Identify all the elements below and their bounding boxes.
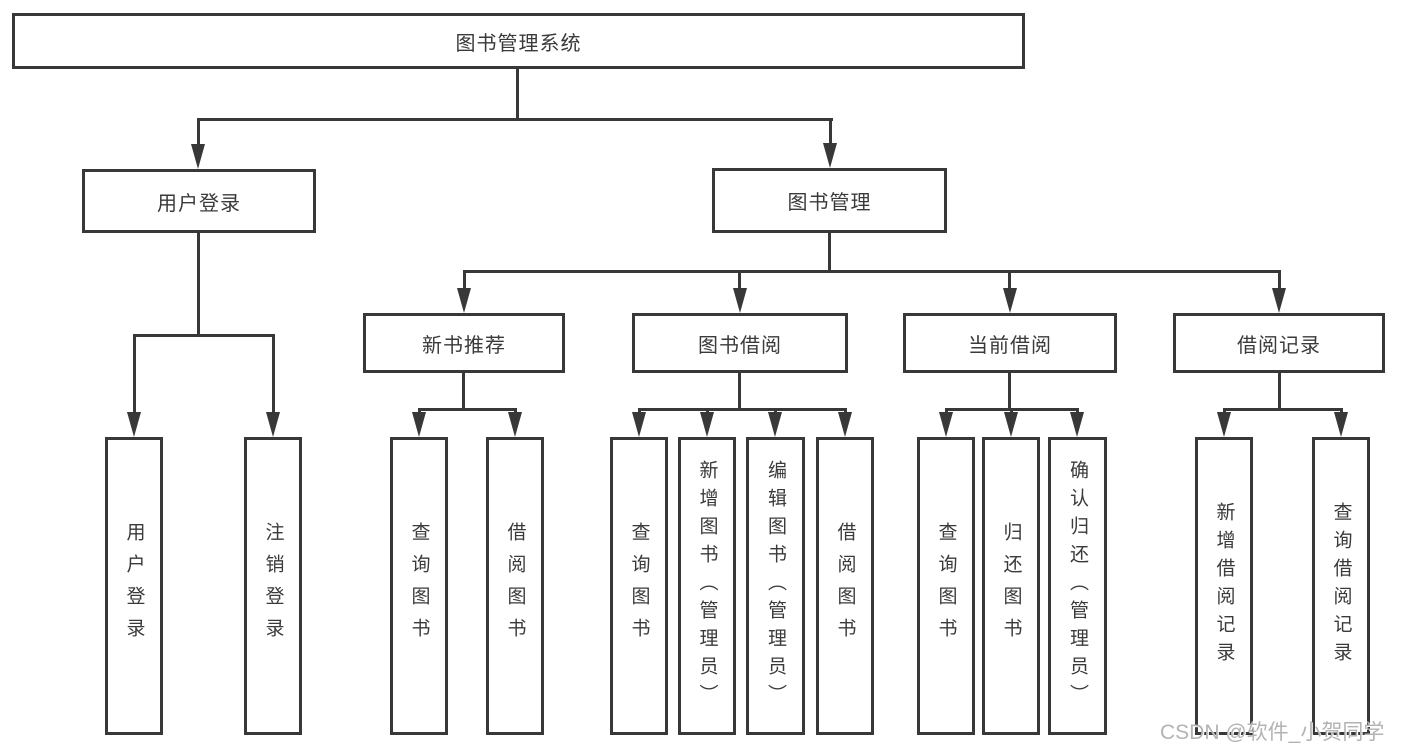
node-label: 新增借阅记录 xyxy=(1213,502,1235,670)
leaf-borrow-books-recommend: 借阅图书 xyxy=(486,437,544,735)
arrow-down-icon xyxy=(1272,288,1286,313)
connector-line xyxy=(828,233,831,272)
leaf-user-login: 用户登录 xyxy=(105,437,163,735)
node-label: 查询图书 xyxy=(628,522,650,650)
connector-line xyxy=(462,373,465,411)
node-label: 用户登录 xyxy=(123,522,145,650)
arrow-down-icon xyxy=(191,144,205,169)
arrow-down-icon xyxy=(1334,412,1348,437)
connector-line xyxy=(1223,408,1343,411)
connector-line xyxy=(738,373,741,411)
connector-line xyxy=(133,334,275,337)
connector-line xyxy=(197,118,200,146)
node-label: 借阅记录 xyxy=(1237,334,1321,357)
leaf-confirm-return-admin: 确认归还（管理员） xyxy=(1048,437,1107,735)
arrow-down-icon xyxy=(768,412,782,437)
leaf-query-books-recommend: 查询图书 xyxy=(390,437,448,735)
node-label: 新增图书（管理员） xyxy=(696,460,718,712)
leaf-return-books: 归还图书 xyxy=(982,437,1040,735)
connector-line xyxy=(516,69,519,119)
node-label: 确认归还（管理员） xyxy=(1067,460,1088,712)
connector-line xyxy=(197,118,833,121)
arrow-down-icon xyxy=(508,412,522,437)
node-new-book-recommend: 新书推荐 xyxy=(363,313,565,373)
csdn-watermark: CSDN @软件_小贺同学 xyxy=(1160,721,1385,744)
node-label: 借阅图书 xyxy=(504,522,526,650)
node-label: 归还图书 xyxy=(1000,522,1022,650)
node-label: 用户登录 xyxy=(157,192,241,215)
connector-line xyxy=(1008,270,1011,290)
arrow-down-icon xyxy=(412,412,426,437)
connector-line xyxy=(272,334,275,414)
node-label: 查询借阅记录 xyxy=(1330,502,1352,670)
node-label: 新书推荐 xyxy=(422,334,506,357)
leaf-query-books-borrowing: 查询图书 xyxy=(610,437,668,735)
arrow-down-icon xyxy=(1004,412,1018,437)
connector-line xyxy=(1278,270,1281,290)
node-label: 借阅图书 xyxy=(834,522,856,650)
node-label: 当前借阅 xyxy=(968,334,1052,357)
connector-line xyxy=(638,408,847,411)
connector-line xyxy=(1008,373,1011,411)
node-label: 注销登录 xyxy=(262,522,284,650)
node-library-system: 图书管理系统 xyxy=(12,13,1025,69)
node-label: 查询图书 xyxy=(935,522,957,650)
connector-line xyxy=(197,233,200,337)
node-label: 查询图书 xyxy=(408,522,430,650)
node-borrowing-records: 借阅记录 xyxy=(1173,313,1385,373)
leaf-logout: 注销登录 xyxy=(244,437,302,735)
arrow-down-icon xyxy=(266,412,280,437)
node-label: 图书借阅 xyxy=(698,334,782,357)
leaf-query-books-current: 查询图书 xyxy=(917,437,975,735)
leaf-edit-books-admin: 编辑图书（管理员） xyxy=(746,437,805,735)
arrow-down-icon xyxy=(1070,412,1084,437)
connector-line xyxy=(738,270,741,290)
arrow-down-icon xyxy=(632,412,646,437)
node-book-borrowing: 图书借阅 xyxy=(632,313,848,373)
node-label: 图书管理系统 xyxy=(455,32,582,55)
arrow-down-icon xyxy=(823,143,837,168)
connector-line xyxy=(1278,373,1281,411)
node-label: 图书管理 xyxy=(787,192,872,214)
leaf-borrow-books-borrowing: 借阅图书 xyxy=(816,437,874,735)
leaf-query-borrow-record: 查询借阅记录 xyxy=(1312,437,1370,735)
arrow-down-icon xyxy=(838,412,852,437)
arrow-down-icon xyxy=(939,412,953,437)
arrow-down-icon xyxy=(1217,412,1231,437)
connector-line xyxy=(829,118,832,146)
connector-line xyxy=(133,334,136,414)
connector-line xyxy=(463,270,466,290)
connector-line xyxy=(463,270,1281,273)
arrow-down-icon xyxy=(700,412,714,437)
leaf-add-borrow-record: 新增借阅记录 xyxy=(1195,437,1253,735)
node-book-management: 图书管理 xyxy=(712,168,947,233)
node-user-login: 用户登录 xyxy=(82,169,316,233)
node-current-borrowing: 当前借阅 xyxy=(903,313,1117,373)
leaf-add-books-admin: 新增图书（管理员） xyxy=(678,437,736,735)
arrow-down-icon xyxy=(457,288,471,313)
arrow-down-icon xyxy=(733,288,747,313)
arrow-down-icon xyxy=(1003,288,1017,313)
connector-line xyxy=(418,408,517,411)
node-label: 编辑图书（管理员） xyxy=(765,460,786,712)
arrow-down-icon xyxy=(127,412,141,437)
